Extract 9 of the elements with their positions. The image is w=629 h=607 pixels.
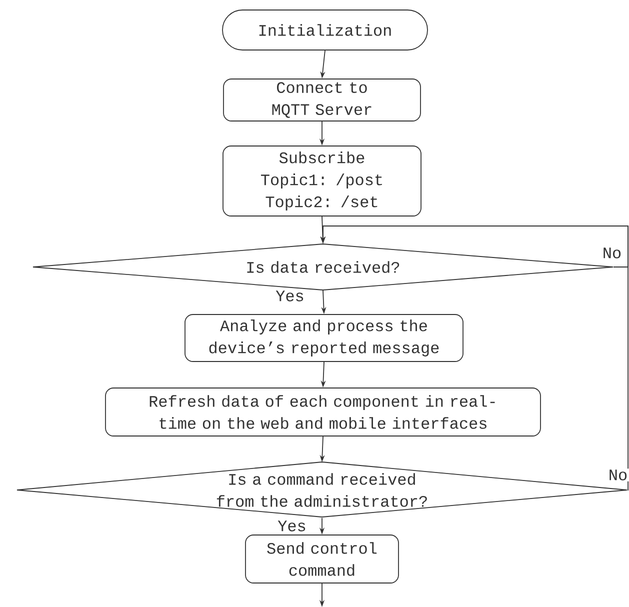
process-box: Connect to MQTT Server [223,78,421,122]
process-box: Analyze and process the device’s reported message [184,314,464,362]
process-box: Subscribe Topic1: /post Topic2: /set [222,146,422,216]
edge-label: No [607,468,629,482]
edge-label: Yes [276,520,308,532]
terminal-box: Initialization [222,10,428,50]
process-box: Refresh data of each component in real-time on the web and mobile interfaces [105,388,541,436]
process-box: Send control command [245,534,399,584]
edge-label: Yes [274,290,306,302]
